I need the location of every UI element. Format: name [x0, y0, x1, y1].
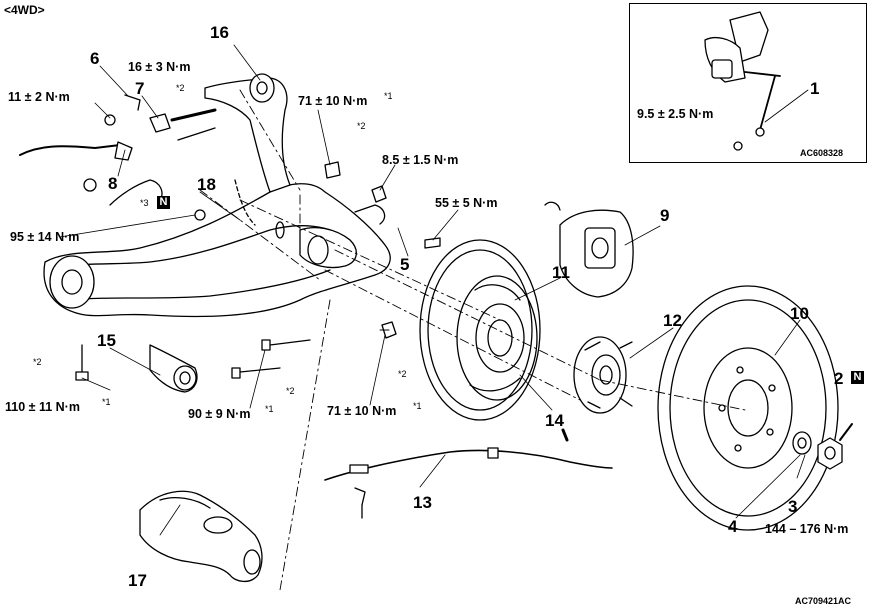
callout-1: 1	[810, 79, 820, 98]
callout-2: 2	[834, 369, 844, 388]
callout-3: 3	[788, 497, 798, 516]
trailing-arm-drawing	[49, 255, 198, 393]
callout-8: 8	[108, 174, 118, 193]
callout-11: 11	[552, 263, 570, 282]
rotor-drawing	[657, 285, 839, 531]
callout-12: 12	[663, 311, 682, 330]
torque-inset: 9.5 ± 2.5 N·m	[637, 107, 714, 121]
new-part-mark-18: N	[157, 196, 170, 209]
lower-arm-drawing	[139, 490, 263, 583]
parking-cable-drawing	[324, 447, 613, 519]
note-star1-b: *1	[102, 397, 111, 407]
note-star2-e: *2	[398, 369, 407, 379]
inset-sensor-drawing	[704, 11, 781, 151]
torque-110: 110 ± 11 N·m	[5, 400, 80, 414]
torque-55: 55 ± 5 N·m	[435, 196, 498, 210]
callout-5: 5	[400, 255, 410, 274]
torque-71-bottom: 71 ± 10 N·m	[327, 404, 397, 418]
note-star2-d: *2	[286, 386, 295, 396]
figure-code: AC709421AC	[795, 596, 852, 606]
callout-14: 14	[545, 411, 564, 430]
callout-7: 7	[135, 79, 145, 98]
bolts-drawing	[75, 127, 569, 442]
leader-lines	[59, 44, 809, 536]
backing-plate-drawing	[419, 239, 541, 421]
inset-box	[629, 3, 867, 163]
callout-10: 10	[790, 304, 809, 323]
inset-figure-code: AC608328	[800, 148, 844, 158]
callout-9: 9	[660, 206, 670, 225]
callout-18: 18	[197, 175, 216, 194]
torque-8-5: 8.5 ± 1.5 N·m	[382, 153, 459, 167]
callout-15: 15	[97, 331, 116, 350]
crossmember-drawing	[43, 73, 391, 318]
caliper-drawing	[544, 201, 634, 298]
note-star1-d: *1	[413, 401, 422, 411]
note-star1-c: *1	[265, 404, 274, 414]
hub-nut-drawing	[792, 423, 853, 470]
view-label: <4WD>	[4, 3, 45, 17]
note-star1-a: *1	[384, 91, 393, 101]
torque-16: 16 ± 3 N·m	[128, 60, 191, 74]
torque-11: 11 ± 2 N·m	[8, 90, 70, 104]
note-star2-b: *2	[357, 121, 366, 131]
torque-95: 95 ± 14 N·m	[10, 230, 80, 244]
callout-16: 16	[210, 23, 229, 42]
callout-6: 6	[90, 49, 100, 68]
callout-4: 4	[728, 517, 738, 536]
stabilizer-link-drawing	[19, 94, 217, 221]
assembly-lines	[199, 89, 746, 591]
note-star2-a: *2	[176, 83, 185, 93]
hub-drawing	[573, 336, 633, 414]
callout-17: 17	[128, 571, 147, 590]
torque-71-top: 71 ± 10 N·m	[298, 94, 368, 108]
torque-144: 144 – 176 N·m	[765, 522, 849, 536]
note-star2-c: *2	[33, 357, 42, 367]
torque-90: 90 ± 9 N·m	[188, 407, 251, 421]
new-part-mark: N	[851, 371, 864, 384]
callout-13: 13	[413, 493, 432, 512]
note-star3: *3	[140, 198, 149, 208]
